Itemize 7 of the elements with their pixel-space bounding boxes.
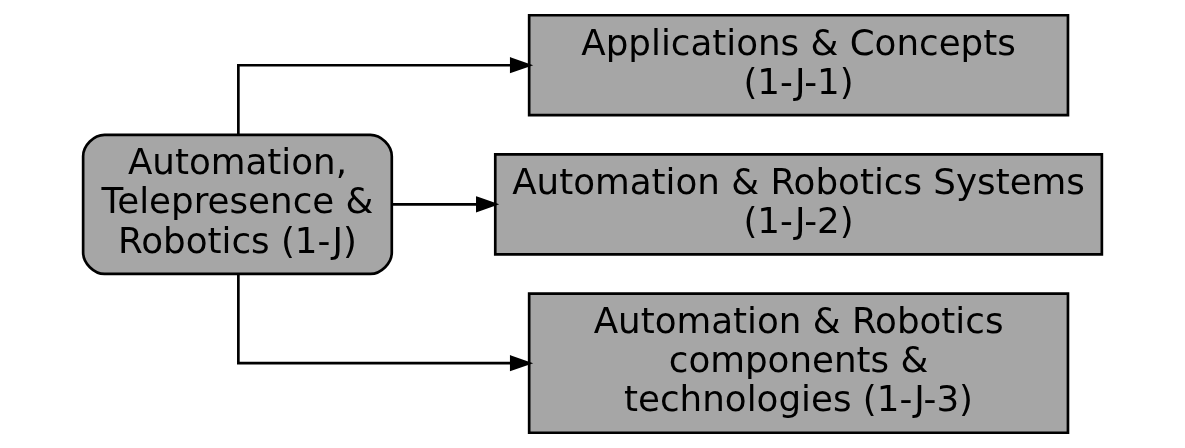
node-box: Automation & Robotics Systems (1-J-2)	[493, 153, 1104, 256]
arrow	[237, 274, 534, 372]
arrow	[237, 57, 534, 134]
node-box: Automation & Robotics components & technologies (1-J-3)	[527, 292, 1070, 435]
node-box: Applications & Concepts (1-J-1)	[527, 13, 1070, 117]
node-box: Automation, Telepresence & Robotics (1-J)	[81, 133, 394, 276]
arrow	[392, 196, 500, 213]
